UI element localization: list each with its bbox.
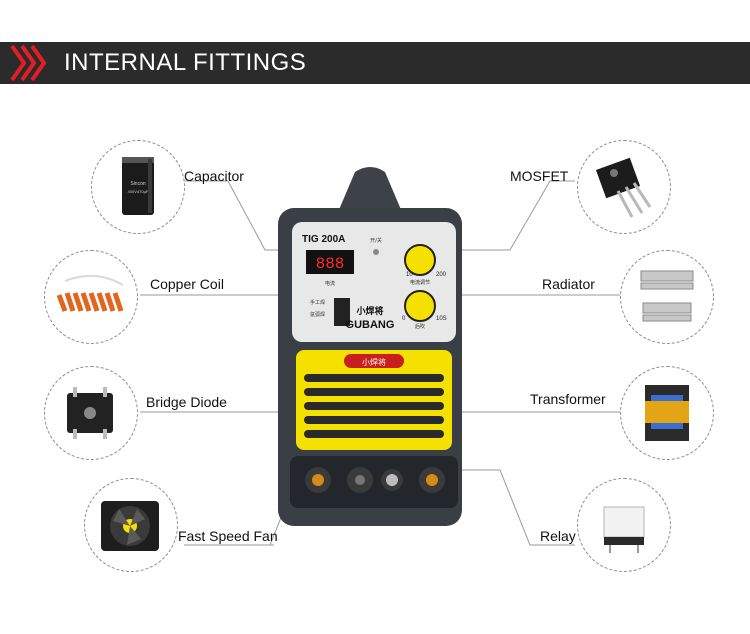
relay-icon xyxy=(603,506,645,553)
copper-coil-icon xyxy=(56,274,124,312)
capacitor-icon: Sincon 400V470µF xyxy=(122,157,154,215)
red-chevron-icon xyxy=(10,44,47,82)
mosfet-circle xyxy=(577,140,671,234)
relay-label: Relay xyxy=(540,528,576,544)
brand-cn: 小焊将 xyxy=(355,305,383,317)
brand-name: GUBANG xyxy=(346,319,395,331)
radiator-circle xyxy=(620,250,714,344)
knob2-max: 10S xyxy=(436,316,447,322)
capacitor-circle: Sincon 400V470µF xyxy=(91,140,185,234)
fan-circle xyxy=(84,478,178,572)
welding-machine: TIG 200A 888 电流 开/关 手工焊 氩弧焊 10 200 电流调节 … xyxy=(278,167,462,526)
bridge-diode-icon xyxy=(67,387,113,439)
bridge-diode-circle xyxy=(44,366,138,460)
transformer-circle xyxy=(620,366,714,460)
transformer-label: Transformer xyxy=(530,391,606,407)
current-label: 电流 xyxy=(325,280,335,287)
svg-text:400V470µF: 400V470µF xyxy=(128,189,149,194)
knob1-label: 电流调节 xyxy=(410,279,430,286)
relay-circle xyxy=(577,478,671,572)
grille-brand: 小焊将 xyxy=(362,357,386,367)
mosfet-label: MOSFET xyxy=(510,168,569,184)
radiator-icon xyxy=(640,270,694,322)
mosfet-icon xyxy=(595,157,652,218)
capacitor-label: Capacitor xyxy=(184,168,244,184)
model-label: TIG 200A xyxy=(302,234,345,245)
power-led xyxy=(373,249,379,255)
knob2-label: 后吹 xyxy=(415,323,425,330)
current-knob[interactable] xyxy=(404,244,436,276)
digital-display: 888 xyxy=(316,255,345,273)
led-label: 开/关 xyxy=(370,237,382,244)
vent-grille: 小焊将 xyxy=(296,350,452,450)
header-bar: INTERNAL FITTINGS xyxy=(0,42,750,84)
radiator-label: Radiator xyxy=(542,276,595,292)
knob2-min: 0 xyxy=(402,316,406,322)
svg-text:Sincon: Sincon xyxy=(130,181,146,187)
mode-label-1: 手工焊 xyxy=(310,299,325,306)
mode-label-2: 氩弧焊 xyxy=(310,311,325,318)
fan-icon xyxy=(101,501,159,551)
page-title: INTERNAL FITTINGS xyxy=(64,49,307,76)
knob1-min: 10 xyxy=(406,272,413,278)
postflow-knob[interactable] xyxy=(404,290,436,322)
knob1-max: 200 xyxy=(436,272,447,278)
mode-switch[interactable] xyxy=(334,298,350,326)
bridge-diode-label: Bridge Diode xyxy=(146,394,227,410)
copper-coil-circle xyxy=(44,250,138,344)
transformer-icon xyxy=(645,385,689,441)
copper-coil-label: Copper Coil xyxy=(150,276,224,292)
fan-label: Fast Speed Fan xyxy=(178,528,278,544)
